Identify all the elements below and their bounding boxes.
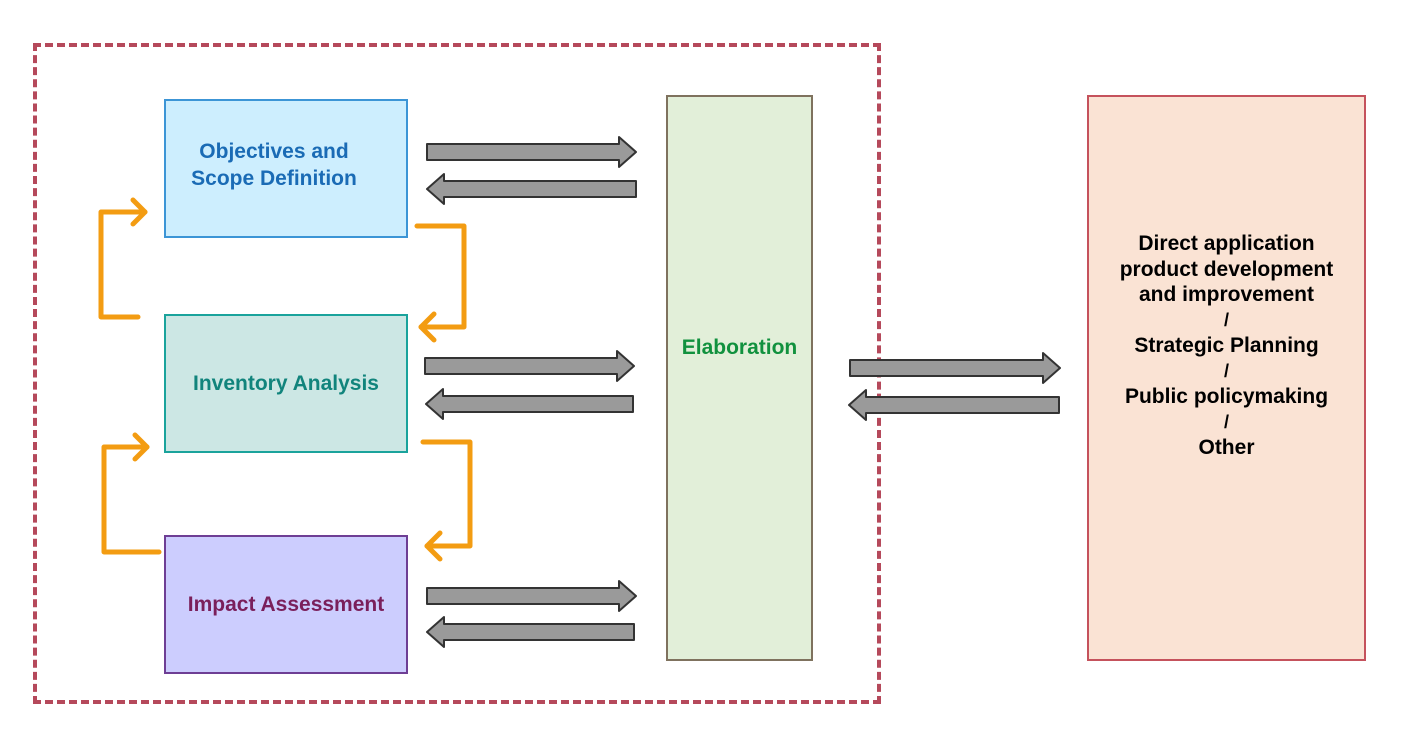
application-other: Other [1198, 436, 1255, 459]
flow-arrow-right-icon [849, 352, 1061, 384]
elaboration-label: Elaboration [681, 336, 798, 359]
application-direct-line1: Direct application [1138, 232, 1315, 255]
application-direct-line3: and improvement [1138, 283, 1315, 306]
applications-list: Direct application product development a… [1120, 231, 1334, 461]
applications-box: Direct application product development a… [1087, 95, 1366, 661]
impact-assessment-label: Impact Assessment [187, 593, 385, 616]
inventory-analysis-box: Inventory Analysis [164, 314, 408, 453]
objectives-scope-box: Objectives and Scope Definition [164, 99, 408, 238]
objectives-scope-label: Objectives and Scope Definition [191, 139, 357, 190]
separator-slash: / [1223, 309, 1229, 330]
application-direct-line2: product development [1119, 257, 1334, 281]
separator-slash: / [1223, 411, 1229, 432]
application-public-policymaking: Public policymaking [1124, 385, 1329, 408]
inventory-analysis-label: Inventory Analysis [193, 372, 379, 395]
elaboration-box: Elaboration [666, 95, 813, 661]
separator-slash: / [1223, 360, 1229, 381]
application-strategic-planning: Strategic Planning [1134, 334, 1319, 357]
impact-assessment-box: Impact Assessment [164, 535, 408, 674]
